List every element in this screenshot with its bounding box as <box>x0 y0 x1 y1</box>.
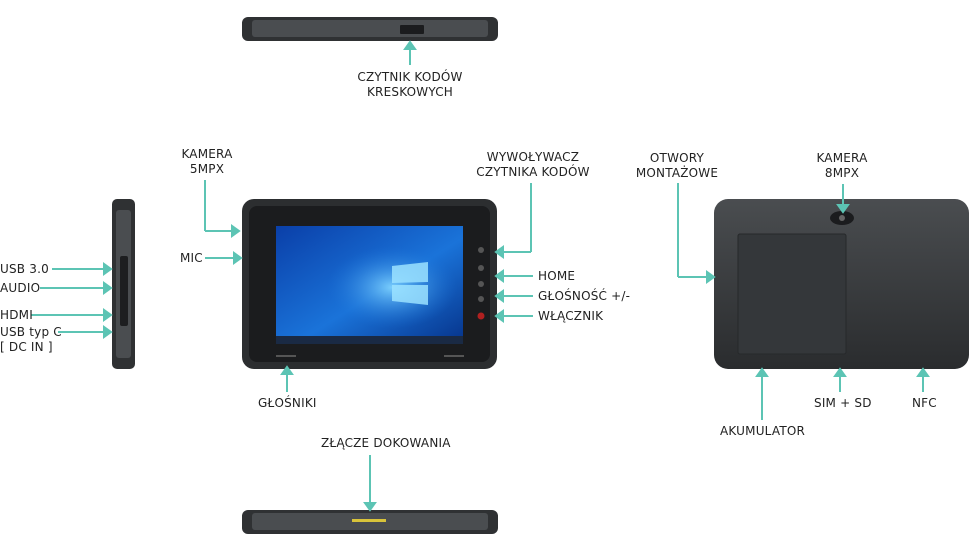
tablet-front-view <box>242 199 497 369</box>
dock-connector-label: ZŁĄCZE DOKOWANIA <box>321 436 451 450</box>
mic-label: MIC <box>180 251 203 265</box>
sim-sd-label: SIM + SD <box>814 396 872 410</box>
tablet-rear-view <box>714 199 969 369</box>
tablet-top-edge <box>242 17 498 41</box>
volume-label: GŁOŚNOŚĆ +/- <box>538 289 631 303</box>
power-label: WŁĄCZNIK <box>538 309 604 323</box>
audio-label: AUDIO <box>0 281 41 295</box>
home-label: HOME <box>538 269 576 283</box>
callout-arrows <box>31 40 930 512</box>
windows-logo-icon <box>392 262 428 305</box>
hdmi-label: HDMI <box>0 308 33 322</box>
battery-label: AKUMULATOR <box>720 424 806 438</box>
speakers-label: GŁOŚNIKI <box>258 396 317 410</box>
tablet-bottom-edge <box>242 510 498 534</box>
tablet-side-edge <box>112 199 135 369</box>
nfc-label: NFC <box>912 396 937 410</box>
usbc-label: USB typ C[ DC IN ] <box>0 325 62 354</box>
usb3-label: USB 3.0 <box>0 262 49 276</box>
